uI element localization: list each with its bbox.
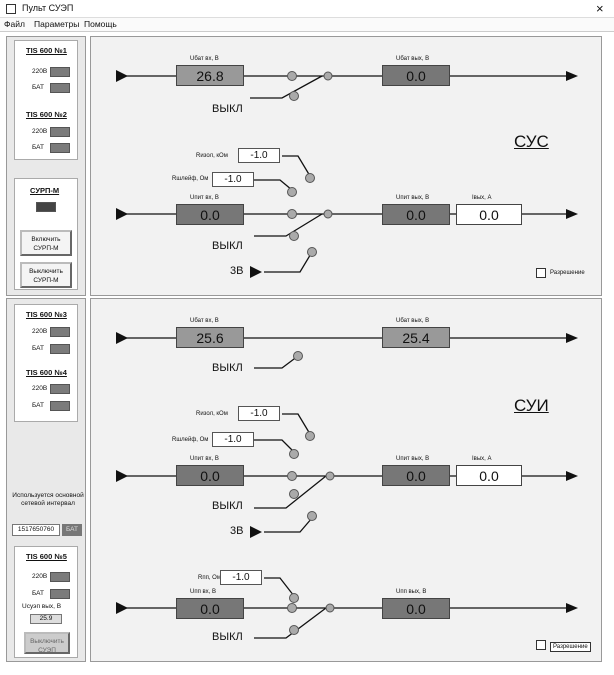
sui-ubat-in-label: Uбат вх, В xyxy=(190,318,219,324)
sui-rshl-field[interactable]: -1.0 xyxy=(212,432,254,447)
sui-iout-label: Iвых, А xyxy=(472,456,492,462)
tis2-220-label: 220В xyxy=(32,128,48,135)
sus-upit-in-label: Uпит вх, В xyxy=(190,195,219,201)
tis4-bat-indicator xyxy=(50,401,70,411)
suep-off-button[interactable]: Выключить СУЭП xyxy=(24,632,70,654)
sui-upp-in-value: 0.0 xyxy=(176,598,244,619)
sui-permission-checkbox[interactable] xyxy=(536,640,546,650)
tis1-bat-indicator xyxy=(50,83,70,93)
tis1-220-label: 220В xyxy=(32,68,48,75)
sus-upit-in-value: 0.0 xyxy=(176,204,244,225)
tis3-title: TIS 600 №3 xyxy=(26,310,67,319)
sui-iout-value: 0.0 xyxy=(456,465,522,486)
sui-riso-field[interactable]: -1.0 xyxy=(238,406,280,421)
sus-title: СУС xyxy=(514,132,549,151)
sus-riso-label: Rизол, кОм xyxy=(196,153,228,159)
menu-help[interactable]: Помощь xyxy=(84,19,117,29)
interval-note: Используется основной сетевой интервал xyxy=(12,492,84,507)
sui-rshl-label: Rшлейф, Ом xyxy=(172,437,209,443)
menu-bar: Файл Параметры Помощь xyxy=(0,18,614,32)
sui-off-label-1: ВЫКЛ xyxy=(212,362,243,374)
close-button[interactable]: × xyxy=(596,1,604,16)
sui-3v-label: 3В xyxy=(230,525,244,537)
sus-ubat-in-label: Uбат вх, В xyxy=(190,56,219,62)
tis4-220-label: 220В xyxy=(32,385,48,392)
sus-ubat-in-value: 26.8 xyxy=(176,65,244,86)
sus-permission-checkbox[interactable] xyxy=(536,268,546,278)
tis3-bat-label: БАТ xyxy=(32,345,44,352)
sus-upit-out-label: Uпит вых, В xyxy=(396,195,430,201)
surp-on-button[interactable]: Включить СУРП-М xyxy=(20,230,72,256)
sus-upit-out-value: 0.0 xyxy=(382,204,450,225)
tis4-220-indicator xyxy=(50,384,70,394)
sus-iout-value: 0.0 xyxy=(456,204,522,225)
tis2-bat-label: БАТ xyxy=(32,144,44,151)
tis1-title: TIS 600 №1 xyxy=(26,46,67,55)
surp-off-button[interactable]: Выключить СУРП-М xyxy=(20,262,72,288)
sui-title: СУИ xyxy=(514,396,549,415)
sus-ubat-out-value: 0.0 xyxy=(382,65,450,86)
interval-tag: БАТ xyxy=(62,524,82,536)
sus-off-label-1: ВЫКЛ xyxy=(212,103,243,115)
sui-rpp-label: Rпп, Ом xyxy=(198,575,221,581)
tis5-220-indicator xyxy=(50,572,70,582)
tis5-title: TIS 600 №5 xyxy=(26,552,67,561)
app-icon xyxy=(6,4,16,14)
sus-rshl-label: Rшлейф, Ом xyxy=(172,176,209,182)
surp-title: СУРП-М xyxy=(30,186,60,195)
sui-permission-label: Разрешение xyxy=(550,642,591,652)
sui-off-label-3: ВЫКЛ xyxy=(212,631,243,643)
sui-ubat-out-value: 25.4 xyxy=(382,327,450,348)
tis4-title: TIS 600 №4 xyxy=(26,368,67,377)
sui-upp-out-label: Uпп вых, В xyxy=(396,589,427,595)
menu-params[interactable]: Параметры xyxy=(34,19,80,29)
tis2-bat-indicator xyxy=(50,143,70,153)
sui-upit-out-label: Uпит вых, В xyxy=(396,456,430,462)
sus-riso-field[interactable]: -1.0 xyxy=(238,148,280,163)
sus-permission-label: Разрешение xyxy=(550,270,585,276)
tis3-bat-indicator xyxy=(50,344,70,354)
tis1-220-indicator xyxy=(50,67,70,77)
tis3-220-label: 220В xyxy=(32,328,48,335)
tis3-220-indicator xyxy=(50,327,70,337)
tis2-220-indicator xyxy=(50,127,70,137)
sus-iout-label: Iвых, А xyxy=(472,195,492,201)
tis4-bat-label: БАТ xyxy=(32,402,44,409)
sui-upp-in-label: Uпп вх, В xyxy=(190,589,217,595)
window-title: Пульт СУЭП xyxy=(22,3,74,13)
tis5-bat-indicator xyxy=(50,589,70,599)
tis1-bat-label: БАТ xyxy=(32,84,44,91)
sus-ubat-out-label: Uбат вых, В xyxy=(396,56,430,62)
tis2-title: TIS 600 №2 xyxy=(26,110,67,119)
tis5-bat-label: БАТ xyxy=(32,590,44,597)
sus-rshl-field[interactable]: -1.0 xyxy=(212,172,254,187)
usuep-label: Uсуэп вых, В xyxy=(22,603,62,610)
sus-off-label-2: ВЫКЛ xyxy=(212,240,243,252)
menu-file[interactable]: Файл xyxy=(4,19,25,29)
sui-upit-in-value: 0.0 xyxy=(176,465,244,486)
sui-upit-in-label: Uпит вх, В xyxy=(190,456,219,462)
usuep-value: 25.9 xyxy=(30,614,62,624)
title-bar: Пульт СУЭП × xyxy=(0,0,614,18)
sui-upit-out-value: 0.0 xyxy=(382,465,450,486)
tis-card-12 xyxy=(14,40,78,160)
sui-rpp-field[interactable]: -1.0 xyxy=(220,570,262,585)
sui-upp-out-value: 0.0 xyxy=(382,598,450,619)
tis5-220-label: 220В xyxy=(32,573,48,580)
interval-value: 1517650760 xyxy=(12,524,60,536)
sus-panel xyxy=(90,36,602,296)
surp-indicator xyxy=(36,202,56,212)
sui-ubat-in-value: 25.6 xyxy=(176,327,244,348)
sui-riso-label: Rизол, кОм xyxy=(196,411,228,417)
sus-3v-label: 3В xyxy=(230,265,244,277)
sui-ubat-out-label: Uбат вых, В xyxy=(396,318,430,324)
sui-off-label-2: ВЫКЛ xyxy=(212,500,243,512)
